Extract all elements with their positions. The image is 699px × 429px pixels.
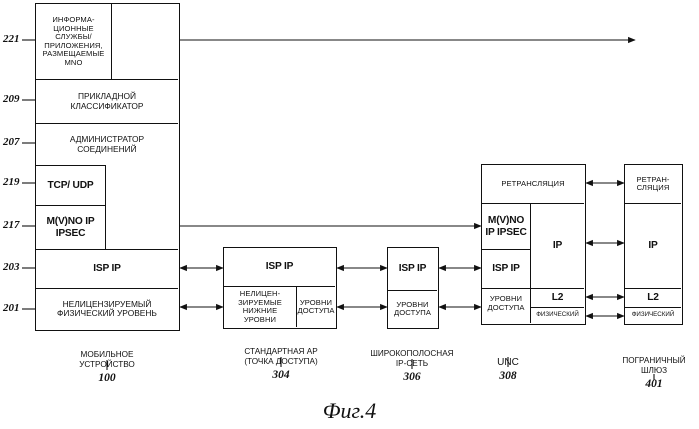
mobile-device-caption: МОБИЛЬНОЕ УСТРОЙСТВО 100 xyxy=(52,341,162,395)
broadband-number: 306 xyxy=(362,371,462,384)
unc-stack: РЕТРАНСЛЯЦИЯ M(V)NO IP IPSEC ISP IP IP У… xyxy=(481,164,586,325)
mobile-device-label: МОБИЛЬНОЕ УСТРОЙСТВО xyxy=(79,350,135,368)
mobile-device-number: 100 xyxy=(52,372,162,385)
unc-number: 308 xyxy=(468,370,548,383)
gateway-l2-layer: L2 xyxy=(625,288,681,307)
access-point-stack: ISP IP НЕЛИЦЕН- ЗИРУЕМЫЕ НИЖНИЕ УРОВНИ У… xyxy=(223,247,337,329)
ref-219: 219 xyxy=(3,176,20,188)
gateway-relay-layer: РЕТРАН- СЛЯЦИЯ xyxy=(625,165,681,203)
broadband-isp-ip-layer: ISP IP xyxy=(388,248,437,290)
unc-mvno-ip-layer: M(V)NO IP IPSEC xyxy=(482,203,530,249)
ref-209: 209 xyxy=(3,93,20,105)
unc-isp-ip-layer: ISP IP xyxy=(482,249,530,288)
access-point-caption: СТАНДАРТНАЯ AP (ТОЧКА ДОСТУПА) 304 xyxy=(226,338,336,392)
broadband-caption: ШИРОКОПОЛОСНАЯ IP-СЕТЬ 306 xyxy=(362,340,462,394)
ref-221: 221 xyxy=(3,33,20,45)
broadband-label: ШИРОКОПОЛОСНАЯ IP-СЕТЬ xyxy=(370,349,453,367)
unc-ip-layer: IP xyxy=(530,203,584,288)
mno-services-layer: ИНФОРМА- ЦИОННЫЕ СЛУЖБЫ/ ПРИЛОЖЕНИЯ, РАЗ… xyxy=(36,4,112,79)
unc-label: UNC xyxy=(497,357,519,368)
gateway-ip-layer: IP xyxy=(625,203,681,288)
border-gateway-stack: РЕТРАН- СЛЯЦИЯ IP L2 ФИЗИЧЕСКИЙ xyxy=(624,164,683,325)
access-point-number: 304 xyxy=(226,369,336,382)
unc-relay-layer: РЕТРАНСЛЯЦИЯ xyxy=(482,165,584,203)
ref-201: 201 xyxy=(3,302,20,314)
gateway-physical-layer: ФИЗИЧЕСКИЙ xyxy=(625,307,681,323)
mobile-device-stack: ИНФОРМА- ЦИОННЫЕ СЛУЖБЫ/ ПРИЛОЖЕНИЯ, РАЗ… xyxy=(35,3,180,331)
ap-unlicensed-lower-layers: НЕЛИЦЕН- ЗИРУЕМЫЕ НИЖНИЕ УРОВНИ xyxy=(224,286,296,327)
mvno-ip-layer: M(V)NO IP IPSEC xyxy=(36,205,106,249)
unlicensed-physical-layer: НЕЛИЦЕНЗИРУЕМЫЙ ФИЗИЧЕСКИЙ УРОВЕНЬ xyxy=(36,288,178,329)
unc-caption: UNC 308 xyxy=(468,345,548,395)
access-point-label: СТАНДАРТНАЯ AP (ТОЧКА ДОСТУПА) xyxy=(244,347,317,365)
broadband-access-layers: УРОВНИ ДОСТУПА xyxy=(388,290,437,327)
connection-admin-layer: АДМИНИСТРАТОР СОЕДИНЕНИЙ xyxy=(36,123,178,165)
ref-203: 203 xyxy=(3,261,20,273)
ref-217: 217 xyxy=(3,219,20,231)
ref-207: 207 xyxy=(3,136,20,148)
unc-physical-layer: ФИЗИЧЕСКИЙ xyxy=(530,307,584,323)
gateway-label: ПОГРАНИЧНЫЙ ШЛЮЗ xyxy=(622,356,685,374)
figure-caption: Фиг.4 xyxy=(0,398,699,424)
gateway-number: 401 xyxy=(604,378,699,391)
tcp-udp-layer: TCP/ UDP xyxy=(36,165,106,205)
unc-access-layers: УРОВНИ ДОСТУПА xyxy=(482,288,530,318)
isp-ip-layer: ISP IP xyxy=(36,249,178,288)
gateway-caption: ПОГРАНИЧНЫЙ ШЛЮЗ 401 xyxy=(604,347,699,401)
ap-access-layers: УРОВНИ ДОСТУПА xyxy=(296,286,335,327)
ap-isp-ip-layer: ISP IP xyxy=(224,248,335,286)
application-classifier-layer: ПРИКЛАДНОЙ КЛАССИФИКАТОР xyxy=(36,79,178,123)
broadband-network-stack: ISP IP УРОВНИ ДОСТУПА xyxy=(387,247,439,329)
unc-l2-layer: L2 xyxy=(530,288,584,307)
